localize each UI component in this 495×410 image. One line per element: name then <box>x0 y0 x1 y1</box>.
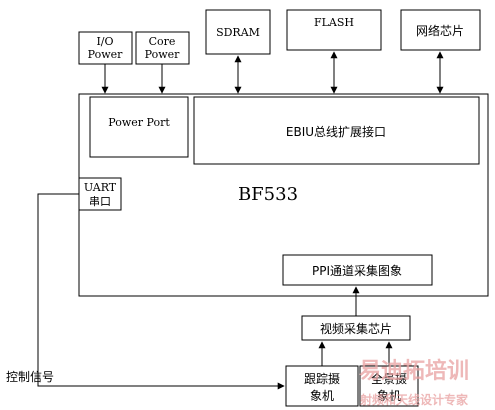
bf533-label: BF533 <box>238 184 298 205</box>
panorama-camera-label-line2: 象机 <box>377 389 401 403</box>
ebiu-box <box>193 96 480 165</box>
core-power-label-line2: Power <box>145 48 181 61</box>
network-chip-box <box>400 9 481 51</box>
power-port-label: Power Port <box>108 116 170 129</box>
io-power-label-line2: Power <box>88 48 124 61</box>
sdram-label: SDRAM <box>216 26 260 39</box>
video-capture-box <box>301 315 411 341</box>
control-signal-line <box>37 193 285 390</box>
flash-box <box>286 9 382 51</box>
uart-label-line1: UART <box>84 181 117 194</box>
power-port-box <box>89 96 189 158</box>
panorama-camera-label-line1: 全景摄 <box>371 371 407 386</box>
sdram-box <box>205 9 271 55</box>
io-power-box <box>78 31 133 65</box>
video-capture-label: 视频采集芯片 <box>320 321 392 336</box>
io-power-label-line1: I/O <box>96 35 113 48</box>
flash-label: FLASH <box>314 16 354 29</box>
watermark-subtitle: 射频和天线设计专家 <box>359 392 469 407</box>
ppi-box <box>282 254 433 286</box>
tracking-camera-label-line2: 象机 <box>310 389 334 403</box>
ebiu-label: EBIU总线扩展接口 <box>286 124 386 139</box>
control-signal-label: 控制信号 <box>6 370 54 384</box>
watermark-title: 易迪拓培训 <box>359 358 469 384</box>
uart-label-line2: 串口 <box>89 195 111 208</box>
tracking-camera-label-line1: 跟踪摄 <box>304 371 340 386</box>
core-power-label-line1: Core <box>149 35 176 48</box>
panorama-camera-box <box>359 365 419 407</box>
tracking-camera-box <box>285 365 359 407</box>
network-chip-label: 网络芯片 <box>416 23 464 38</box>
ppi-label: PPI通道采集图象 <box>312 263 402 278</box>
